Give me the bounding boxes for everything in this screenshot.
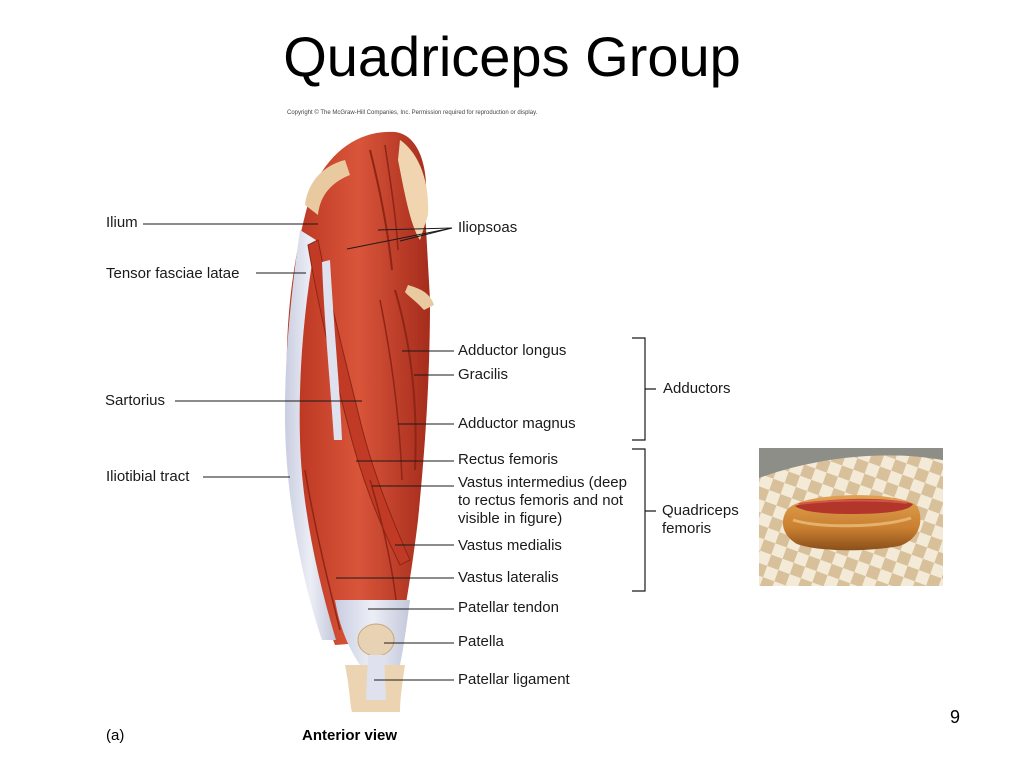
label-iliopsoas: Iliopsoas bbox=[458, 219, 518, 236]
label-adductor-longus: Adductor longus bbox=[458, 342, 567, 359]
page-number: 9 bbox=[950, 707, 961, 727]
slide-title: Quadriceps Group bbox=[283, 25, 741, 88]
label-patellar-ligament: Patellar ligament bbox=[458, 671, 570, 688]
label-vastus-medialis: Vastus medialis bbox=[458, 537, 562, 554]
label-vastus-lateralis: Vastus lateralis bbox=[458, 569, 559, 586]
rectus-tendon-streak bbox=[322, 260, 342, 440]
label-adductor-magnus: Adductor magnus bbox=[458, 415, 576, 432]
ilium-bone bbox=[305, 160, 350, 215]
left-leader-lines bbox=[143, 223, 362, 478]
patellar-ligament-shape bbox=[366, 655, 386, 700]
label-ilium: Ilium bbox=[106, 214, 138, 231]
iliopsoas-fibers bbox=[369, 149, 393, 271]
label-quadriceps-group: Quadriceps femoris bbox=[662, 502, 739, 537]
pubic-bone bbox=[398, 140, 429, 240]
label-rectus-femoris: Rectus femoris bbox=[458, 451, 559, 468]
label-iliotibial-tract: Iliotibial tract bbox=[106, 468, 190, 485]
label-patella: Patella bbox=[458, 633, 504, 650]
label-gracilis: Gracilis bbox=[458, 366, 509, 383]
sausage bbox=[795, 498, 913, 514]
adductors-bracket bbox=[632, 337, 656, 441]
iliotibial-band bbox=[284, 230, 336, 640]
hot-dog-photo bbox=[759, 448, 943, 586]
view-label: Anterior view bbox=[302, 727, 398, 744]
label-sartorius: Sartorius bbox=[105, 392, 166, 409]
panel-label: (a) bbox=[106, 727, 125, 744]
quadriceps-bracket bbox=[632, 448, 656, 592]
adductor-shading bbox=[394, 289, 417, 471]
copyright-notice: Copyright © The McGraw-Hill Companies, I… bbox=[287, 110, 538, 116]
label-tensor-fasciae-latae: Tensor fasciae latae bbox=[106, 265, 240, 282]
label-patellar-tendon: Patellar tendon bbox=[458, 599, 559, 616]
label-vastus-intermedius: Vastus intermedius (deep to rectus femor… bbox=[458, 474, 627, 527]
pubic-tubercle bbox=[405, 285, 434, 310]
right-leader-lines bbox=[336, 227, 454, 681]
patella-shape bbox=[357, 623, 395, 657]
hot-dog-image bbox=[759, 448, 943, 586]
label-adductors-group: Adductors bbox=[663, 380, 731, 397]
